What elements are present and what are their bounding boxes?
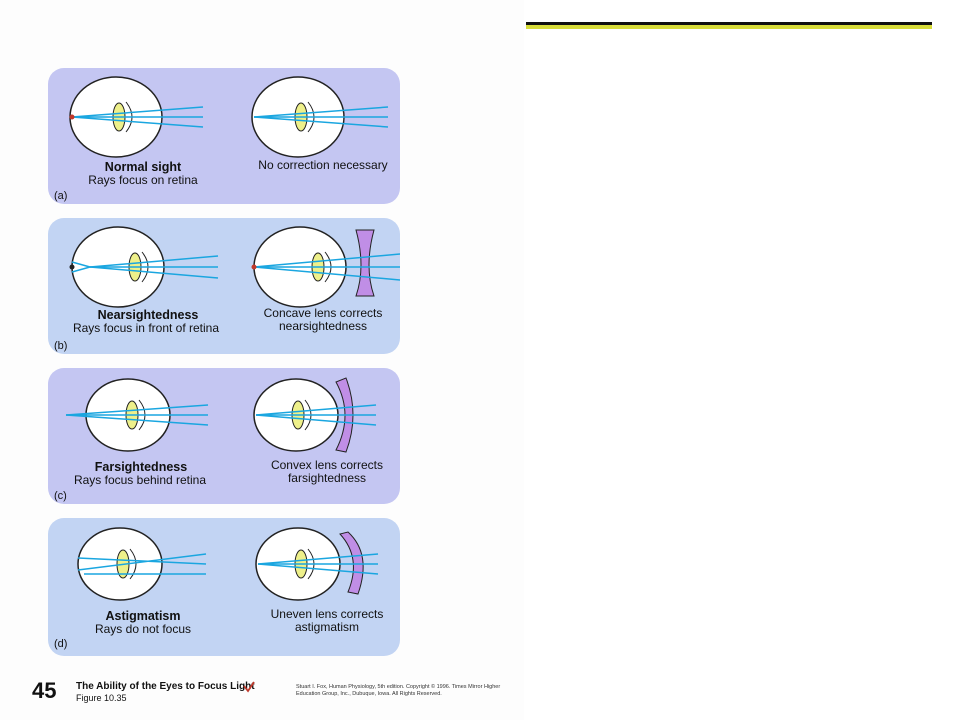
panel-c-right-line1: Convex lens corrects [270, 458, 384, 472]
panel-a-subtitle: Rays focus on retina [88, 173, 198, 187]
panel-c-right-line2: farsightedness [287, 471, 367, 485]
figure-title: The Ability of the Eyes to Focus Light [76, 681, 255, 692]
panel-d-right-line2: astigmatism [294, 620, 359, 634]
panel-d-tag: (d) [54, 638, 68, 650]
panel-c-subtitle: Rays focus behind retina [73, 473, 207, 487]
panel-c-title: Farsightedness [94, 460, 188, 474]
title-rule-dark [526, 22, 932, 25]
normal-sight-diagram [69, 76, 389, 158]
title-rule-accent [526, 25, 932, 29]
checkmark-icon [243, 681, 255, 693]
figure-number: Figure 10.35 [76, 693, 127, 703]
panel-nearsightedness: Nearsightedness Rays focus in front of r… [48, 218, 400, 354]
panel-d-right-line1: Uneven lens corrects [270, 607, 384, 621]
panel-b-right-line1: Concave lens corrects [263, 306, 383, 320]
page-number: 45 [32, 678, 57, 703]
right-blank-area [524, 0, 960, 720]
farsightedness-diagram [65, 377, 377, 453]
panel-a-tag: (a) [54, 190, 68, 202]
panel-c-tag: (c) [54, 490, 67, 502]
panel-b-title: Nearsightedness [97, 308, 199, 322]
panel-a-title: Normal sight [104, 160, 182, 174]
panel-b-subtitle: Rays focus in front of retina [72, 321, 220, 335]
astigmatism-diagram [77, 527, 379, 601]
panel-b-tag: (b) [54, 340, 68, 352]
scanned-figure: Normal sight Rays focus on retina No cor… [32, 68, 501, 703]
panel-a-right-line1: No correction necessary [258, 158, 388, 172]
panel-d-title: Astigmatism [105, 609, 181, 623]
panel-b-right-line2: nearsightedness [278, 319, 368, 333]
panel-astigmatism: Astigmatism Rays do not focus Uneven len… [48, 518, 400, 656]
nearsightedness-diagram [69, 226, 400, 308]
citation: Stuart I. Fox, Human Physiology, 5th edi… [296, 684, 501, 697]
panel-d-subtitle: Rays do not focus [94, 622, 192, 636]
panel-normal-sight: Normal sight Rays focus on retina No cor… [48, 68, 400, 204]
panel-farsightedness: Farsightedness Rays focus behind retina … [48, 368, 400, 504]
